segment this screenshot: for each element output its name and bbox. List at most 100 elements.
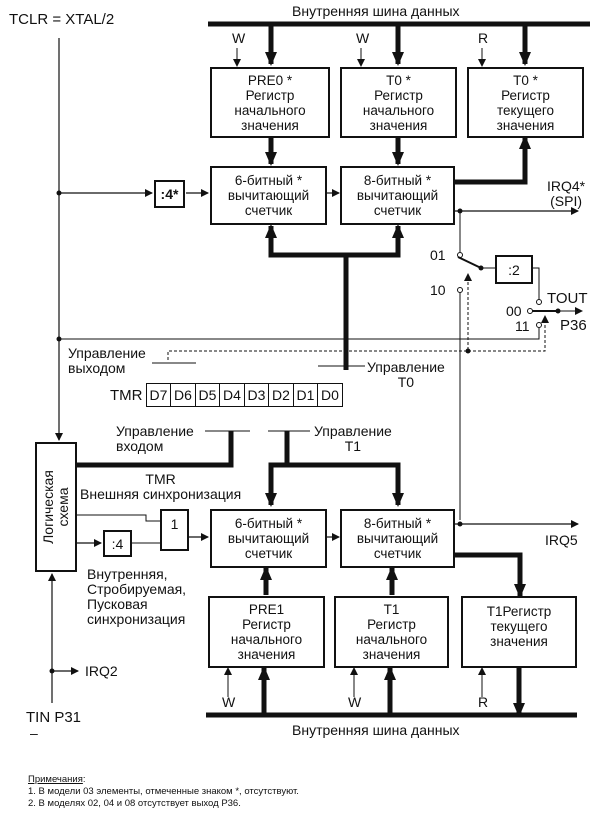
external-sync-line: Внешняя синхронизация <box>80 486 242 502</box>
input-control-line: Управление <box>116 423 194 439</box>
t0-read-label: R <box>478 30 489 46</box>
bottom-bus-label: Внутренняя шина данных <box>292 722 460 738</box>
pre1-write-label: W <box>222 694 236 710</box>
note-item: 1. В модели 03 элементы, отмеченные знак… <box>28 786 299 797</box>
t0-current-register: T0 * Регистр текущего значения <box>467 67 584 138</box>
t1-read-label: R <box>478 694 489 710</box>
tmr-bit-d3: D3 <box>243 383 270 407</box>
output-control-line: Управление <box>68 345 146 361</box>
logic-circuit-text: Логическая схема <box>40 470 71 544</box>
pre0-register: PRE0 * Регистр начального значения <box>210 67 330 138</box>
t1-current-register: T1Регистр текущего значения <box>461 596 577 668</box>
t1-initial-line: значения <box>362 647 421 662</box>
notes-title: Примечания <box>28 774 83 785</box>
logic-line: Логическая <box>40 470 56 544</box>
output-control-line: выходом <box>68 360 126 376</box>
output-control-label: Управление выходом <box>68 346 146 376</box>
counter-title: 6-битный * <box>234 173 303 188</box>
t1-initial-register: T1 Регистр начального значения <box>334 596 449 668</box>
notes: Примечания: 1. В модели 03 элементы, отм… <box>28 774 299 810</box>
t0-current-line: значения <box>496 117 555 133</box>
t0-write-label: W <box>356 30 370 46</box>
pre1-line: значения <box>237 647 296 662</box>
t0-current-line: Регистр <box>501 87 550 103</box>
pre0-line: значения <box>241 117 299 133</box>
t0-initial-register: T0 * Регистр начального значения <box>340 67 457 138</box>
pre0-title: PRE0 * <box>247 72 293 88</box>
counter-line: вычитающий <box>227 188 310 203</box>
t1-control-line: T1 <box>344 438 362 454</box>
counter-line: вычитающий <box>356 188 439 203</box>
t1-control-label: Управление T1 <box>314 424 392 454</box>
t1-current-line: значения <box>490 634 548 649</box>
t0-initial-line: начального <box>362 102 435 118</box>
counter-line: вычитающий <box>356 531 439 546</box>
pre1-register: PRE1 Регистр начального значения <box>208 596 325 668</box>
t0-initial-title: T0 * <box>386 72 411 88</box>
counter-title: 8-битный * <box>363 173 432 188</box>
t1-control-line: Управление <box>314 423 392 439</box>
sync-mode-line: Внутренняя, <box>87 566 168 582</box>
t1-current-line: текущего <box>490 619 548 634</box>
t1-initial-title: T1 <box>383 602 400 617</box>
pre0-line: начального <box>234 102 306 118</box>
logic-line: схема <box>55 487 71 527</box>
select-11-label: 11 <box>515 318 530 334</box>
t0-prescaler-div4: :4* <box>154 180 185 208</box>
pre1-line: Регистр <box>242 617 291 632</box>
t1-initial-line: Регистр <box>367 617 416 632</box>
divide-by-2: :2 <box>495 255 533 284</box>
tmr-bit-d5: D5 <box>194 383 221 407</box>
tmr-bit-d1: D1 <box>292 383 319 407</box>
counter-title: 8-битный * <box>363 516 432 531</box>
irq4-text: IRQ4* <box>547 178 586 194</box>
tmr-bit-d4: D4 <box>219 383 245 407</box>
irq2-label: IRQ2 <box>85 663 118 679</box>
t1-current-title: T1Регистр <box>486 604 552 619</box>
tmr-label: TMR <box>110 387 143 404</box>
tin-bar-label: – <box>30 725 38 741</box>
t0-current-line: текущего <box>497 102 554 118</box>
tmr-bit-d2: D2 <box>268 383 294 407</box>
counter-line: вычитающий <box>227 531 310 546</box>
sync-mode-line: синхронизация <box>87 611 186 627</box>
pre0-line: Регистр <box>245 87 295 103</box>
p36-label: P36 <box>560 317 587 334</box>
input-control-line: входом <box>116 438 164 454</box>
tmr-bit-d0: D0 <box>317 383 343 407</box>
t0-6bit-counter: 6-битный * вычитающий счетчик <box>210 166 327 225</box>
sync-mode-line: Стробируемая, <box>87 581 187 597</box>
t0-control-line: T0 <box>397 374 415 390</box>
counter-line: счетчик <box>373 546 422 561</box>
select-01-label: 01 <box>430 247 446 263</box>
t0-8bit-counter: 8-битный * вычитающий счетчик <box>340 166 455 225</box>
t1-6bit-counter: 6-битный * вычитающий счетчик <box>210 509 327 568</box>
tout-label: TOUT <box>547 290 588 307</box>
t0-control-label: Управление T0 <box>367 360 445 390</box>
input-control-label: Управление входом <box>116 424 194 454</box>
t1-8bit-counter: 8-битный * вычитающий счетчик <box>340 509 455 568</box>
t0-control-line: Управление <box>367 359 445 375</box>
pre1-title: PRE1 <box>248 602 285 617</box>
counter-line: счетчик <box>244 546 293 561</box>
tmr-bit-d7: D7 <box>145 383 172 407</box>
counter-line: счетчик <box>373 203 422 218</box>
top-bus-label: Внутренняя шина данных <box>292 3 460 19</box>
tin-p31-label: TIN P31 <box>26 709 82 726</box>
irq4-spi-text: (SPI) <box>550 193 582 209</box>
counter-title: 6-битный * <box>234 516 303 531</box>
counter-line: счетчик <box>244 203 293 218</box>
t1-write-label: W <box>348 694 362 710</box>
note-item: 2. В моделях 02, 04 и 08 отсутствует вых… <box>28 798 241 809</box>
t0-current-title: T0 * <box>513 72 538 88</box>
notes-colon: : <box>82 774 86 785</box>
t1-initial-line: начального <box>355 632 428 647</box>
sync-mode-line: Пусковая <box>87 596 148 612</box>
tmr-bit-d6: D6 <box>170 383 196 407</box>
irq4-label: IRQ4* (SPI) <box>547 179 585 209</box>
or-gate: 1 <box>160 509 189 551</box>
tmr-register: D7 D6 D5 D4 D3 D2 D1 D0 <box>145 383 343 407</box>
pre0-write-label: W <box>232 30 246 46</box>
t1-prescaler-div4: :4 <box>103 530 132 557</box>
select-10-label: 10 <box>430 282 446 298</box>
